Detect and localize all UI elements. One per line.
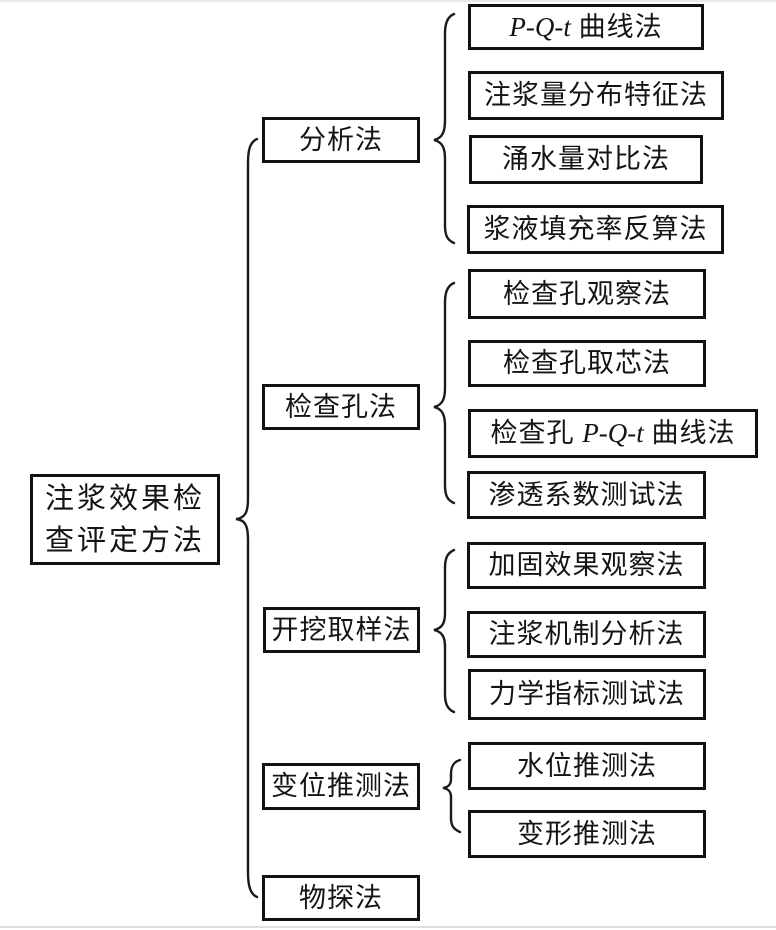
root-label-line1: 注浆效果检 xyxy=(44,482,205,515)
excavation-sampling-brace xyxy=(433,548,456,714)
group-box-geophysical: 物探法 xyxy=(262,875,420,921)
child-box-hole-coring: 检查孔取芯法 xyxy=(468,340,706,387)
group-label: 物探法 xyxy=(299,882,383,913)
bottom-rule xyxy=(0,926,776,928)
group-box-analysis: 分析法 xyxy=(262,117,420,163)
analysis-brace xyxy=(433,12,456,245)
child-box-hole-pqt-curve: 检查孔 P-Q-t 曲线法 xyxy=(468,409,758,458)
child-box-grout-volume-distribution: 注浆量分布特征法 xyxy=(468,71,724,120)
child-label: 检查孔观察法 xyxy=(503,278,671,309)
child-label: 力学指标测试法 xyxy=(489,679,685,709)
inspection-hole-brace xyxy=(433,281,456,505)
child-box-reinforcement-observation: 加固效果观察法 xyxy=(467,542,706,589)
child-box-grout-filling-rate: 浆液填充率反算法 xyxy=(467,205,724,254)
child-box-grouting-mechanism-analysis: 注浆机制分析法 xyxy=(467,611,706,658)
child-box-water-level-inference: 水位推测法 xyxy=(468,742,706,790)
child-label: 检查孔取芯法 xyxy=(503,348,671,378)
root-label-line2: 查评定方法 xyxy=(44,524,205,557)
child-box-permeability-test: 渗透系数测试法 xyxy=(467,471,706,519)
group-label: 开挖取样法 xyxy=(271,614,412,645)
child-box-hole-observation: 检查孔观察法 xyxy=(468,269,706,319)
child-label: 检查孔 P-Q-t 曲线法 xyxy=(490,418,736,448)
child-label: 水位推测法 xyxy=(517,750,657,781)
group-label: 变位推测法 xyxy=(271,771,411,801)
child-label: 涌水量对比法 xyxy=(502,144,670,174)
group-box-inspection-hole: 检查孔法 xyxy=(262,384,420,430)
group-box-excavation-sampling: 开挖取样法 xyxy=(263,607,420,653)
group-box-displacement-inference: 变位推测法 xyxy=(262,763,420,810)
group-label: 检查孔法 xyxy=(285,391,397,422)
main-brace xyxy=(235,137,259,899)
top-rule xyxy=(0,0,776,2)
child-box-mechanical-index-test: 力学指标测试法 xyxy=(468,669,706,720)
child-label: 渗透系数测试法 xyxy=(488,479,685,510)
child-label: 注浆量分布特征法 xyxy=(484,80,708,110)
displacement-inference-brace xyxy=(442,758,462,834)
group-label: 分析法 xyxy=(299,124,383,155)
child-label: 变形推测法 xyxy=(517,818,657,849)
child-label: 注浆机制分析法 xyxy=(488,619,685,649)
child-box-water-inflow-comparison: 涌水量对比法 xyxy=(469,135,703,184)
child-label: P-Q-t 曲线法 xyxy=(509,11,663,42)
child-box-deformation-inference: 变形推测法 xyxy=(468,810,706,858)
child-box-pqt-curve: P-Q-t 曲线法 xyxy=(468,4,704,50)
root-node: 注浆效果检 查评定方法 xyxy=(30,474,220,565)
child-label: 浆液填充率反算法 xyxy=(483,214,708,244)
child-label: 加固效果观察法 xyxy=(488,550,685,580)
